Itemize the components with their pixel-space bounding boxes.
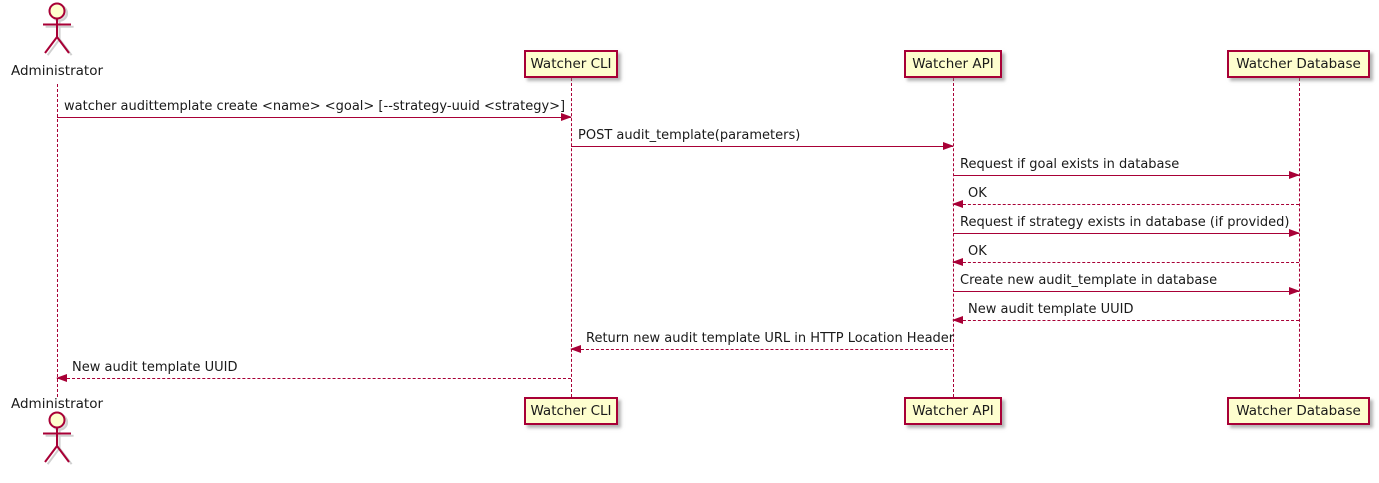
message-line [571,146,953,147]
participant-label: Watcher CLI [530,56,612,72]
participant-label: Watcher CLI [530,403,612,419]
message-line [571,349,953,350]
message-label: New audit template UUID [72,360,238,375]
lifeline-watcher-api [953,78,954,397]
participant-label: Watcher Database [1236,403,1361,419]
participant-watcher-api: Watcher API [904,397,1002,425]
participant-watcher-cli: Watcher CLI [524,397,618,425]
lifeline-administrator [57,84,58,397]
participant-label: Watcher Database [1236,56,1361,72]
message-line [953,175,1299,176]
arrowhead-icon [570,345,581,353]
actor-icon [43,411,74,465]
participant-watcher-database: Watcher Database [1227,397,1370,425]
arrowhead-icon [561,113,572,121]
arrowhead-icon [56,374,67,382]
message-label: Return new audit template URL in HTTP Lo… [586,331,955,346]
message-label: Request if strategy exists in database (… [960,215,1290,230]
participant-watcher-api: Watcher API [904,50,1002,78]
message-label: OK [968,244,987,259]
participant-label: Watcher API [912,56,994,72]
message-line [57,117,571,118]
actor-label: Administrator [10,396,104,412]
arrowhead-icon [1289,287,1300,295]
participant-watcher-database: Watcher Database [1227,50,1370,78]
message-line [953,262,1299,263]
participant-label: Watcher API [912,403,994,419]
actor-label: Administrator [10,63,104,79]
message-line [953,320,1299,321]
arrowhead-icon [952,200,963,208]
lifeline-watcher-database [1299,78,1300,397]
message-line [953,233,1299,234]
actor-icon [43,2,74,56]
arrowhead-icon [943,142,954,150]
message-label: Request if goal exists in database [960,157,1180,172]
message-label: POST audit_template(parameters) [578,128,801,143]
message-line [57,378,571,379]
message-label: Create new audit_template in database [960,273,1218,288]
message-label: watcher audittemplate create <name> <goa… [64,99,566,114]
message-label: New audit template UUID [968,302,1134,317]
arrowhead-icon [952,258,963,266]
participant-watcher-cli: Watcher CLI [524,50,618,78]
message-line [953,291,1299,292]
arrowhead-icon [952,316,963,324]
arrowhead-icon [1289,171,1300,179]
lifeline-watcher-cli [571,78,572,397]
message-label: OK [968,186,987,201]
arrowhead-icon [1289,229,1300,237]
message-line [953,204,1299,205]
